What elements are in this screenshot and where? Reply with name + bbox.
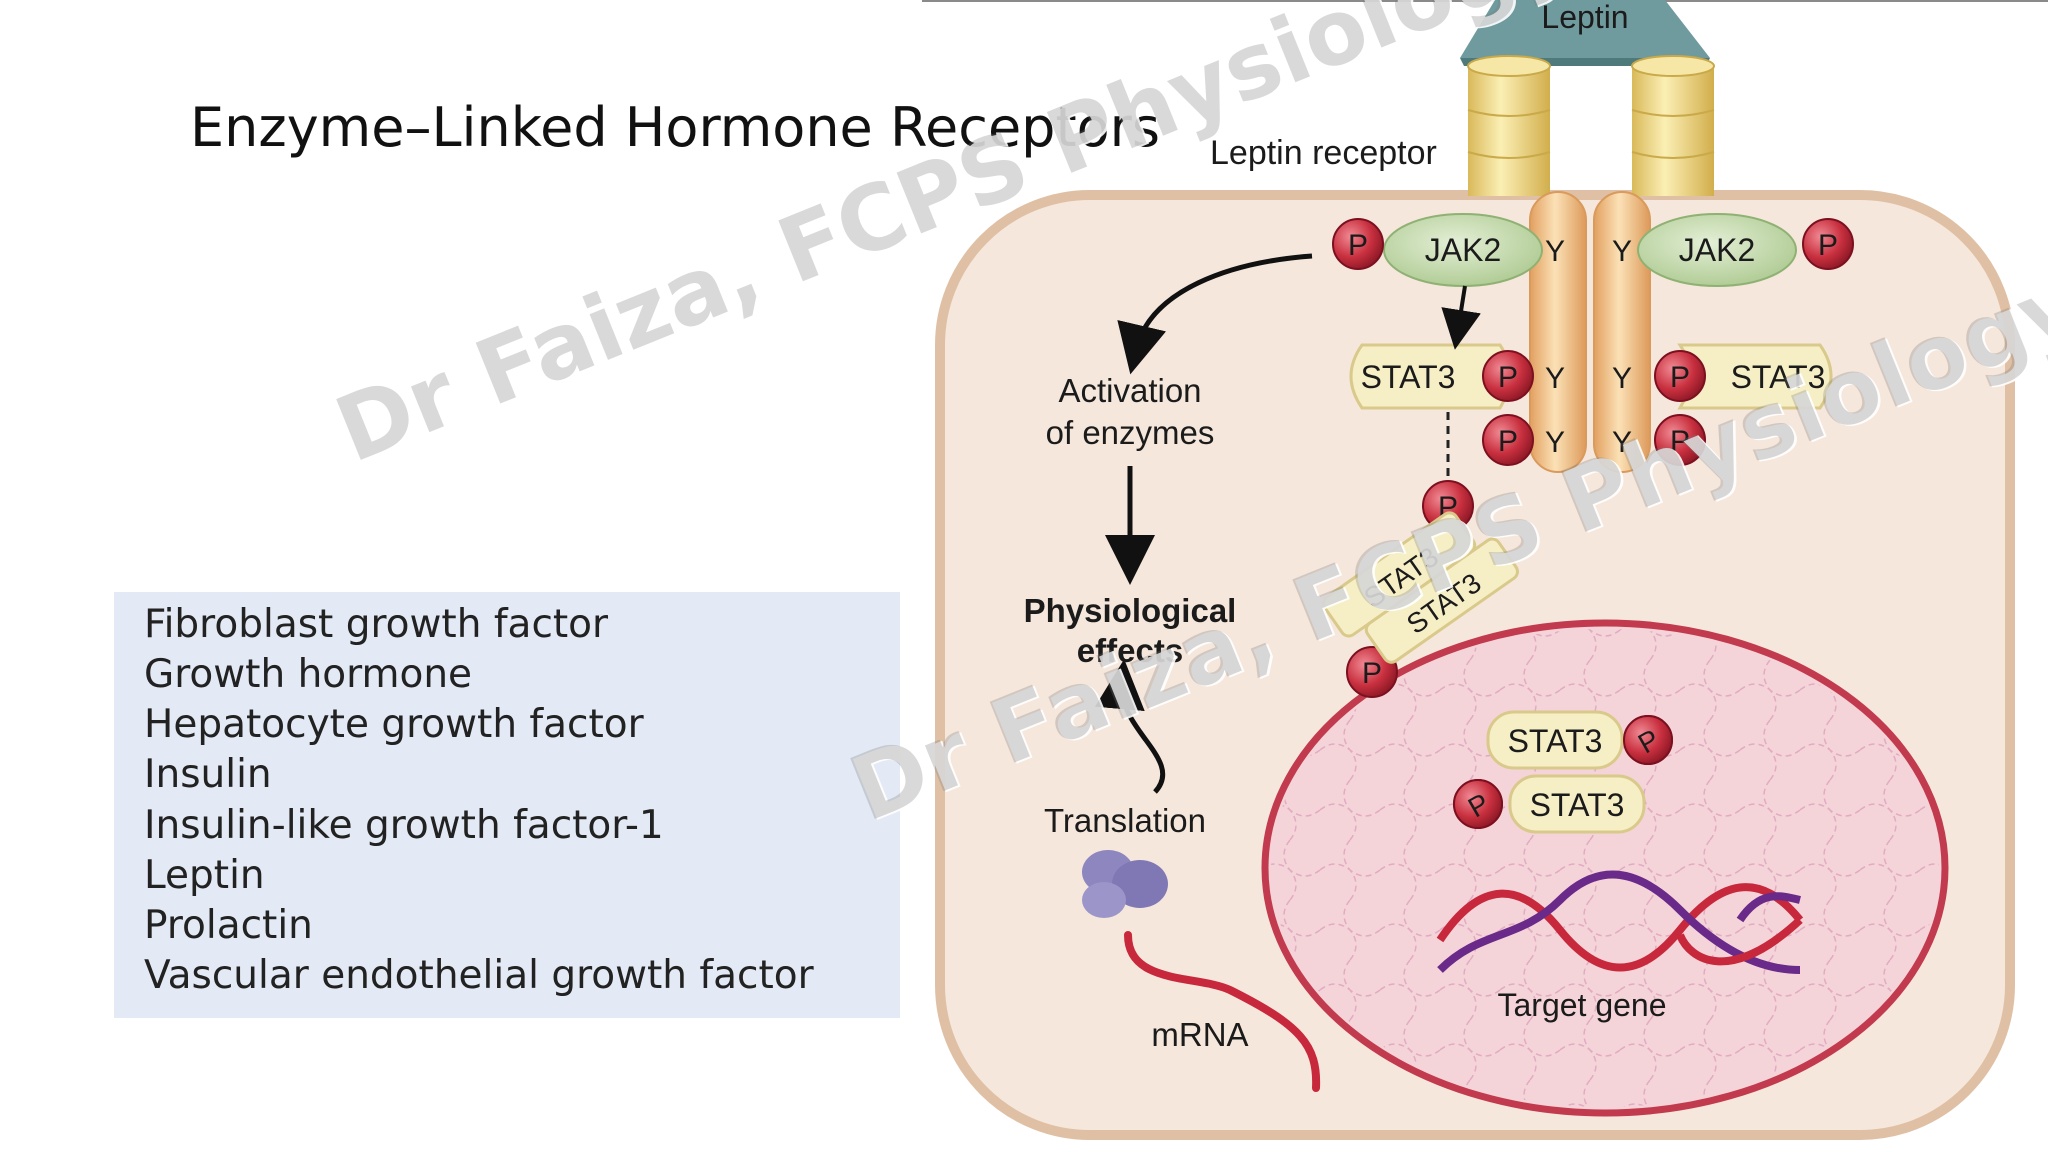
translation-label: Translation [1044, 802, 1206, 839]
hormone-list-box [114, 592, 900, 1018]
stat3-left-label: STAT3 [1361, 359, 1456, 395]
hormone-item: Vascular endothelial growth factor [144, 953, 814, 998]
tyrosine-label: Y [1545, 235, 1565, 268]
arrow-jak-to-activation [1117, 253, 1313, 375]
arrow-jak-to-stat [1441, 285, 1481, 350]
hormone-item: Fibroblast growth factor [144, 602, 609, 647]
phosphate-circle [1453, 779, 1503, 829]
target-gene-dna [1436, 870, 1804, 974]
ribosome-icon [1082, 850, 1168, 918]
physiological-effects-label: effects [1077, 632, 1183, 669]
hormone-item: Hepatocyte growth factor [144, 702, 644, 747]
phospho-label: P [1818, 229, 1838, 262]
top-divider-line [922, 0, 2048, 2]
hormone-item: Growth hormone [144, 652, 473, 697]
physiological-effects-label: Physiological [1024, 592, 1237, 629]
tyrosine-label: Y [1545, 426, 1565, 459]
jak2-right [1637, 213, 1797, 287]
mrna-strand [1124, 931, 1321, 1092]
stat3-nucleus-label: STAT3 [1530, 787, 1625, 823]
arrow-translation-to-effects [1094, 659, 1166, 794]
hormone-item: Insulin-like growth factor-1 [144, 803, 664, 848]
nucleus [1261, 619, 1949, 1117]
tyrosine-label: Y [1612, 362, 1632, 395]
phospho-label: P [1498, 361, 1518, 394]
receptor-extracellular-domains [1467, 55, 1715, 196]
phospho-label: P [1670, 425, 1690, 458]
stat3-dimer [1322, 511, 1519, 664]
tyrosine-label: Y [1545, 362, 1565, 395]
mrna-label: mRNA [1151, 1016, 1248, 1053]
phospho-label: P [1348, 229, 1368, 262]
hormone-item: Insulin [144, 752, 272, 797]
hormone-item: Prolactin [144, 903, 313, 948]
target-gene-label: Target gene [1497, 987, 1666, 1023]
phosphate-circle [1623, 715, 1673, 765]
leptin-receptor-label: Leptin receptor [1210, 134, 1437, 172]
activation-label: of enzymes [1046, 414, 1215, 451]
tyrosine-label: Y [1612, 426, 1632, 459]
hormone-item: Leptin [144, 853, 265, 898]
slide-title: Enzyme–Linked Hormone Receptors [190, 96, 1160, 159]
phospho-label: P [1362, 657, 1382, 690]
jak2-right-label: JAK2 [1679, 232, 1755, 268]
tyrosine-label: Y [1612, 235, 1632, 268]
stat3-nucleus-b [1508, 774, 1646, 834]
stat3-nucleus-label: STAT3 [1508, 723, 1603, 759]
phospho-label: P [1670, 361, 1690, 394]
stat3-right-label: STAT3 [1731, 359, 1826, 395]
phospho-label: P [1498, 425, 1518, 458]
stat3-nucleus-a [1486, 710, 1624, 770]
leptin-label: Leptin [1541, 0, 1628, 35]
activation-label: Activation [1058, 372, 1201, 409]
receptor-transmembrane-bars [1529, 191, 1651, 473]
jak2-left-label: JAK2 [1425, 232, 1501, 268]
